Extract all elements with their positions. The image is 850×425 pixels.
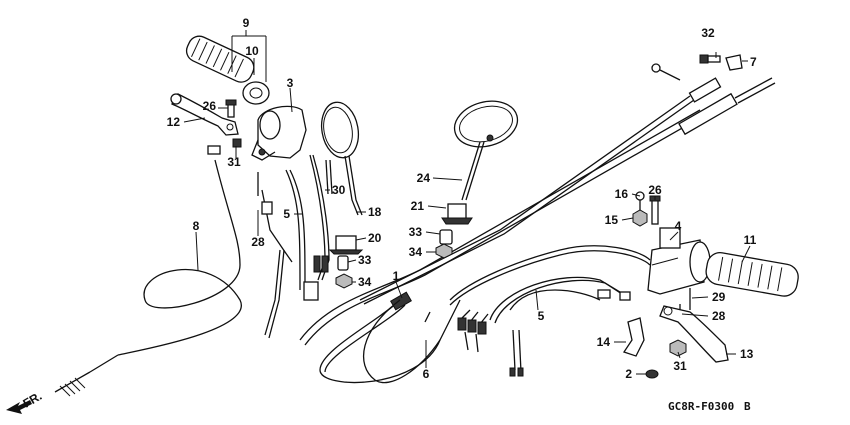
callout-33-right: 33 — [409, 225, 423, 239]
callout-16: 16 — [615, 187, 629, 201]
callout-9: 9 — [243, 16, 250, 30]
callout-26-left: 26 — [203, 99, 217, 113]
callout-18: 18 — [368, 205, 382, 219]
brake-cable-tube — [678, 77, 776, 136]
callout-20: 20 — [368, 231, 382, 245]
mirror-right — [453, 100, 519, 201]
callout-33-left: 33 — [358, 253, 372, 267]
callout-4: 4 — [675, 219, 682, 233]
bushing-33-right — [439, 229, 453, 245]
switch-housing-right — [647, 227, 711, 295]
switch-housing-left — [251, 105, 307, 161]
callout-14: 14 — [597, 335, 611, 349]
callout-10: 10 — [245, 44, 259, 58]
callout-labels: 9 10 3 26 12 31 30 18 20 33 34 28 5 8 1 … — [167, 16, 757, 381]
callout-34-right: 34 — [409, 245, 423, 259]
bracket-14 — [622, 317, 645, 357]
right-lever — [659, 305, 729, 363]
callout-8: 8 — [193, 219, 200, 233]
left-switch-harness — [261, 154, 330, 339]
callout-13: 13 — [740, 347, 754, 361]
left-lever — [170, 93, 239, 136]
callout-11: 11 — [744, 233, 757, 247]
callout-1: 1 — [393, 269, 400, 283]
left-grip — [185, 35, 270, 105]
diagram-revision: B — [744, 400, 751, 413]
right-switch-harness — [457, 276, 631, 377]
callout-2: 2 — [625, 367, 632, 381]
callout-3: 3 — [287, 76, 294, 90]
callout-5-right: 5 — [538, 309, 545, 323]
cable-end-left — [207, 145, 221, 155]
callout-12: 12 — [167, 115, 181, 129]
washer-2 — [645, 369, 659, 379]
bushing-33-left — [337, 255, 349, 271]
clip-7 — [725, 54, 743, 71]
clutch-cable-8 — [54, 159, 242, 397]
callout-30: 30 — [332, 183, 346, 197]
callout-15: 15 — [605, 213, 619, 227]
bolt-26-left — [225, 99, 237, 118]
mount-21 — [441, 203, 473, 225]
callout-5-left: 5 — [283, 207, 290, 221]
callout-6: 6 — [423, 367, 430, 381]
bolt-26-right — [649, 195, 661, 225]
callout-31-right: 31 — [673, 359, 687, 373]
nut-34-left — [335, 273, 353, 289]
leader-lines — [183, 30, 751, 375]
callout-31-left: 31 — [227, 155, 241, 169]
nut-34-right — [435, 243, 453, 259]
diagram-code: GC8R-F0300 — [668, 400, 734, 413]
callout-34-left: 34 — [358, 275, 372, 289]
callout-7: 7 — [750, 55, 757, 69]
bolt-32 — [699, 54, 721, 64]
callout-21: 21 — [411, 199, 425, 213]
right-grip — [705, 252, 799, 297]
throttle-cables — [299, 63, 722, 346]
cable-1-and-6 — [319, 245, 651, 384]
callout-26-right: 26 — [648, 183, 662, 197]
front-direction-arrow: FR. — [6, 389, 44, 414]
bolt-30 — [325, 159, 333, 195]
callout-28-left: 28 — [251, 235, 265, 249]
callout-32: 32 — [701, 26, 715, 40]
nut-31-left — [232, 138, 242, 148]
callout-24: 24 — [417, 171, 431, 185]
mirror-left — [320, 101, 363, 216]
screw-16 — [635, 191, 645, 210]
washer-15 — [632, 209, 648, 227]
callout-28-right: 28 — [712, 309, 726, 323]
callout-29: 29 — [712, 290, 726, 304]
nut-31-right — [669, 339, 687, 357]
mount-20 — [328, 235, 364, 255]
